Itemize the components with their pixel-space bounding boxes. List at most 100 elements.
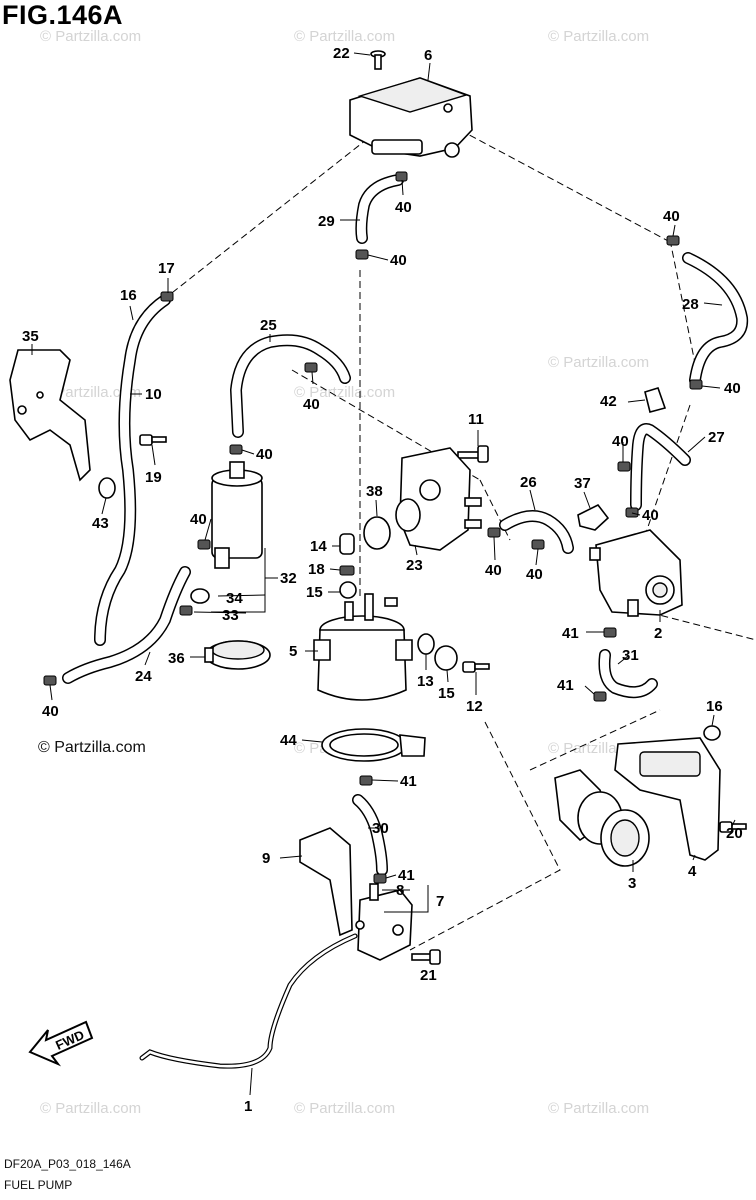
callout-13: 13 bbox=[417, 673, 434, 690]
fwd-arrow-icon: FWD bbox=[28, 1020, 94, 1067]
callout-7: 7 bbox=[436, 893, 444, 910]
callout-39: 38 bbox=[366, 483, 383, 500]
clamp-40 bbox=[617, 461, 631, 472]
part-25-hose bbox=[62, 566, 191, 684]
clamp-40 bbox=[625, 507, 639, 518]
part-21-bolt bbox=[719, 821, 747, 833]
callout-2: 2 bbox=[654, 625, 662, 642]
part-42-clip bbox=[644, 387, 667, 413]
copyright-notice: © Partzilla.com bbox=[38, 739, 146, 756]
callout-9: 9 bbox=[262, 850, 270, 867]
callout-40: 40 bbox=[256, 446, 273, 463]
clamp-40 bbox=[197, 539, 211, 550]
clamp-18 bbox=[160, 291, 174, 302]
part-37-filter-holder bbox=[204, 640, 271, 670]
watermark: © Partzilla.com bbox=[294, 28, 396, 45]
part-29-hose bbox=[682, 252, 749, 386]
clamp-40 bbox=[487, 527, 501, 538]
callout-33: 32 bbox=[280, 570, 297, 587]
part-13-collar bbox=[417, 633, 435, 655]
part-24-pump-cover bbox=[395, 447, 482, 551]
part-28-hose bbox=[630, 423, 691, 511]
callout-43: 43 bbox=[92, 515, 109, 532]
part-15-grommet bbox=[434, 645, 458, 671]
callout-6: 6 bbox=[424, 47, 432, 64]
callout-14: 14 bbox=[310, 538, 327, 555]
clamp-40 bbox=[689, 379, 703, 390]
callout-34: 33 bbox=[222, 607, 239, 624]
callout-29: 28 bbox=[682, 296, 699, 313]
watermark: © Partzilla.com bbox=[40, 28, 142, 45]
part-17-fuel-hose bbox=[94, 294, 171, 646]
figure-title: FIG.146A bbox=[2, 0, 124, 30]
part-30-hose bbox=[355, 174, 404, 244]
callout-41: 41 bbox=[400, 773, 417, 790]
clamp-40 bbox=[304, 362, 318, 373]
callout-11: 11 bbox=[468, 411, 484, 428]
callout-40: 40 bbox=[642, 507, 659, 524]
clamp-41 bbox=[373, 873, 387, 884]
part-11-bolt bbox=[457, 445, 489, 463]
clamp-40 bbox=[531, 539, 545, 550]
part-6-vapor-separator bbox=[349, 77, 473, 158]
part-23-screw bbox=[370, 50, 386, 70]
callout-40: 40 bbox=[390, 252, 407, 269]
part-26-hose bbox=[229, 334, 351, 438]
callout-40: 40 bbox=[724, 380, 741, 397]
assembly-reference-lines bbox=[167, 124, 756, 951]
part-27-hose bbox=[499, 510, 574, 554]
callout-15: 15 bbox=[438, 685, 455, 702]
diagram-caption: FUEL PUMP bbox=[4, 1178, 73, 1192]
part-9-bracket bbox=[299, 827, 353, 937]
callout-1: 1 bbox=[244, 1098, 252, 1115]
callout-37: 36 bbox=[168, 650, 185, 667]
part-15-grommet bbox=[339, 581, 357, 599]
callout-21: 20 bbox=[726, 825, 743, 842]
part-14-cap bbox=[339, 533, 355, 555]
callout-40: 40 bbox=[303, 396, 320, 413]
callout-3: 3 bbox=[628, 875, 636, 892]
callout-23: 22 bbox=[333, 45, 350, 62]
part-33-fuel-filter bbox=[211, 461, 263, 569]
callout-35: 34 bbox=[226, 590, 243, 607]
callout-40: 40 bbox=[395, 199, 412, 216]
callout-12: 12 bbox=[466, 698, 483, 715]
watermark: © Partzilla.com bbox=[40, 384, 142, 401]
part-38-valve bbox=[577, 503, 610, 531]
callout-40: 40 bbox=[612, 433, 629, 450]
callout-18: 17 bbox=[158, 260, 175, 277]
callout-40: 40 bbox=[485, 562, 502, 579]
watermark: © Partzilla.com bbox=[548, 28, 650, 45]
callout-40: 40 bbox=[190, 511, 207, 528]
part-32-hose bbox=[598, 649, 658, 699]
callout-42: 42 bbox=[600, 393, 617, 410]
callout-5: 5 bbox=[289, 643, 297, 660]
callout-28: 27 bbox=[708, 429, 725, 446]
callout-22: 21 bbox=[420, 967, 437, 984]
callout-8: 8 bbox=[396, 882, 404, 899]
watermark: © Partzilla.com bbox=[294, 1100, 396, 1117]
part-19-clip bbox=[339, 565, 355, 576]
part-3-silencer bbox=[554, 769, 650, 867]
clamp-40 bbox=[666, 235, 680, 246]
callout-30: 29 bbox=[318, 213, 335, 230]
part-22-bolt bbox=[411, 949, 441, 965]
part-2-fuel-body bbox=[589, 529, 683, 617]
clamp-40 bbox=[43, 675, 57, 686]
callout-27: 26 bbox=[520, 474, 537, 491]
callout-4: 4 bbox=[688, 863, 697, 880]
clamp-41 bbox=[593, 691, 607, 702]
callout-17: 16 bbox=[120, 287, 137, 304]
leader-lines bbox=[31, 52, 736, 1096]
part-1-fuel-line bbox=[139, 933, 358, 1069]
callout-25: 24 bbox=[135, 668, 152, 685]
part-16-bolt bbox=[703, 725, 721, 741]
callout-20: 19 bbox=[145, 469, 162, 486]
callout-40: 40 bbox=[663, 208, 680, 225]
callout-40: 40 bbox=[42, 703, 59, 720]
part-5-fuel-pump bbox=[313, 593, 413, 701]
part-34-clip bbox=[179, 605, 193, 616]
callout-16: 16 bbox=[706, 698, 723, 715]
part-43-grommet bbox=[98, 477, 116, 499]
